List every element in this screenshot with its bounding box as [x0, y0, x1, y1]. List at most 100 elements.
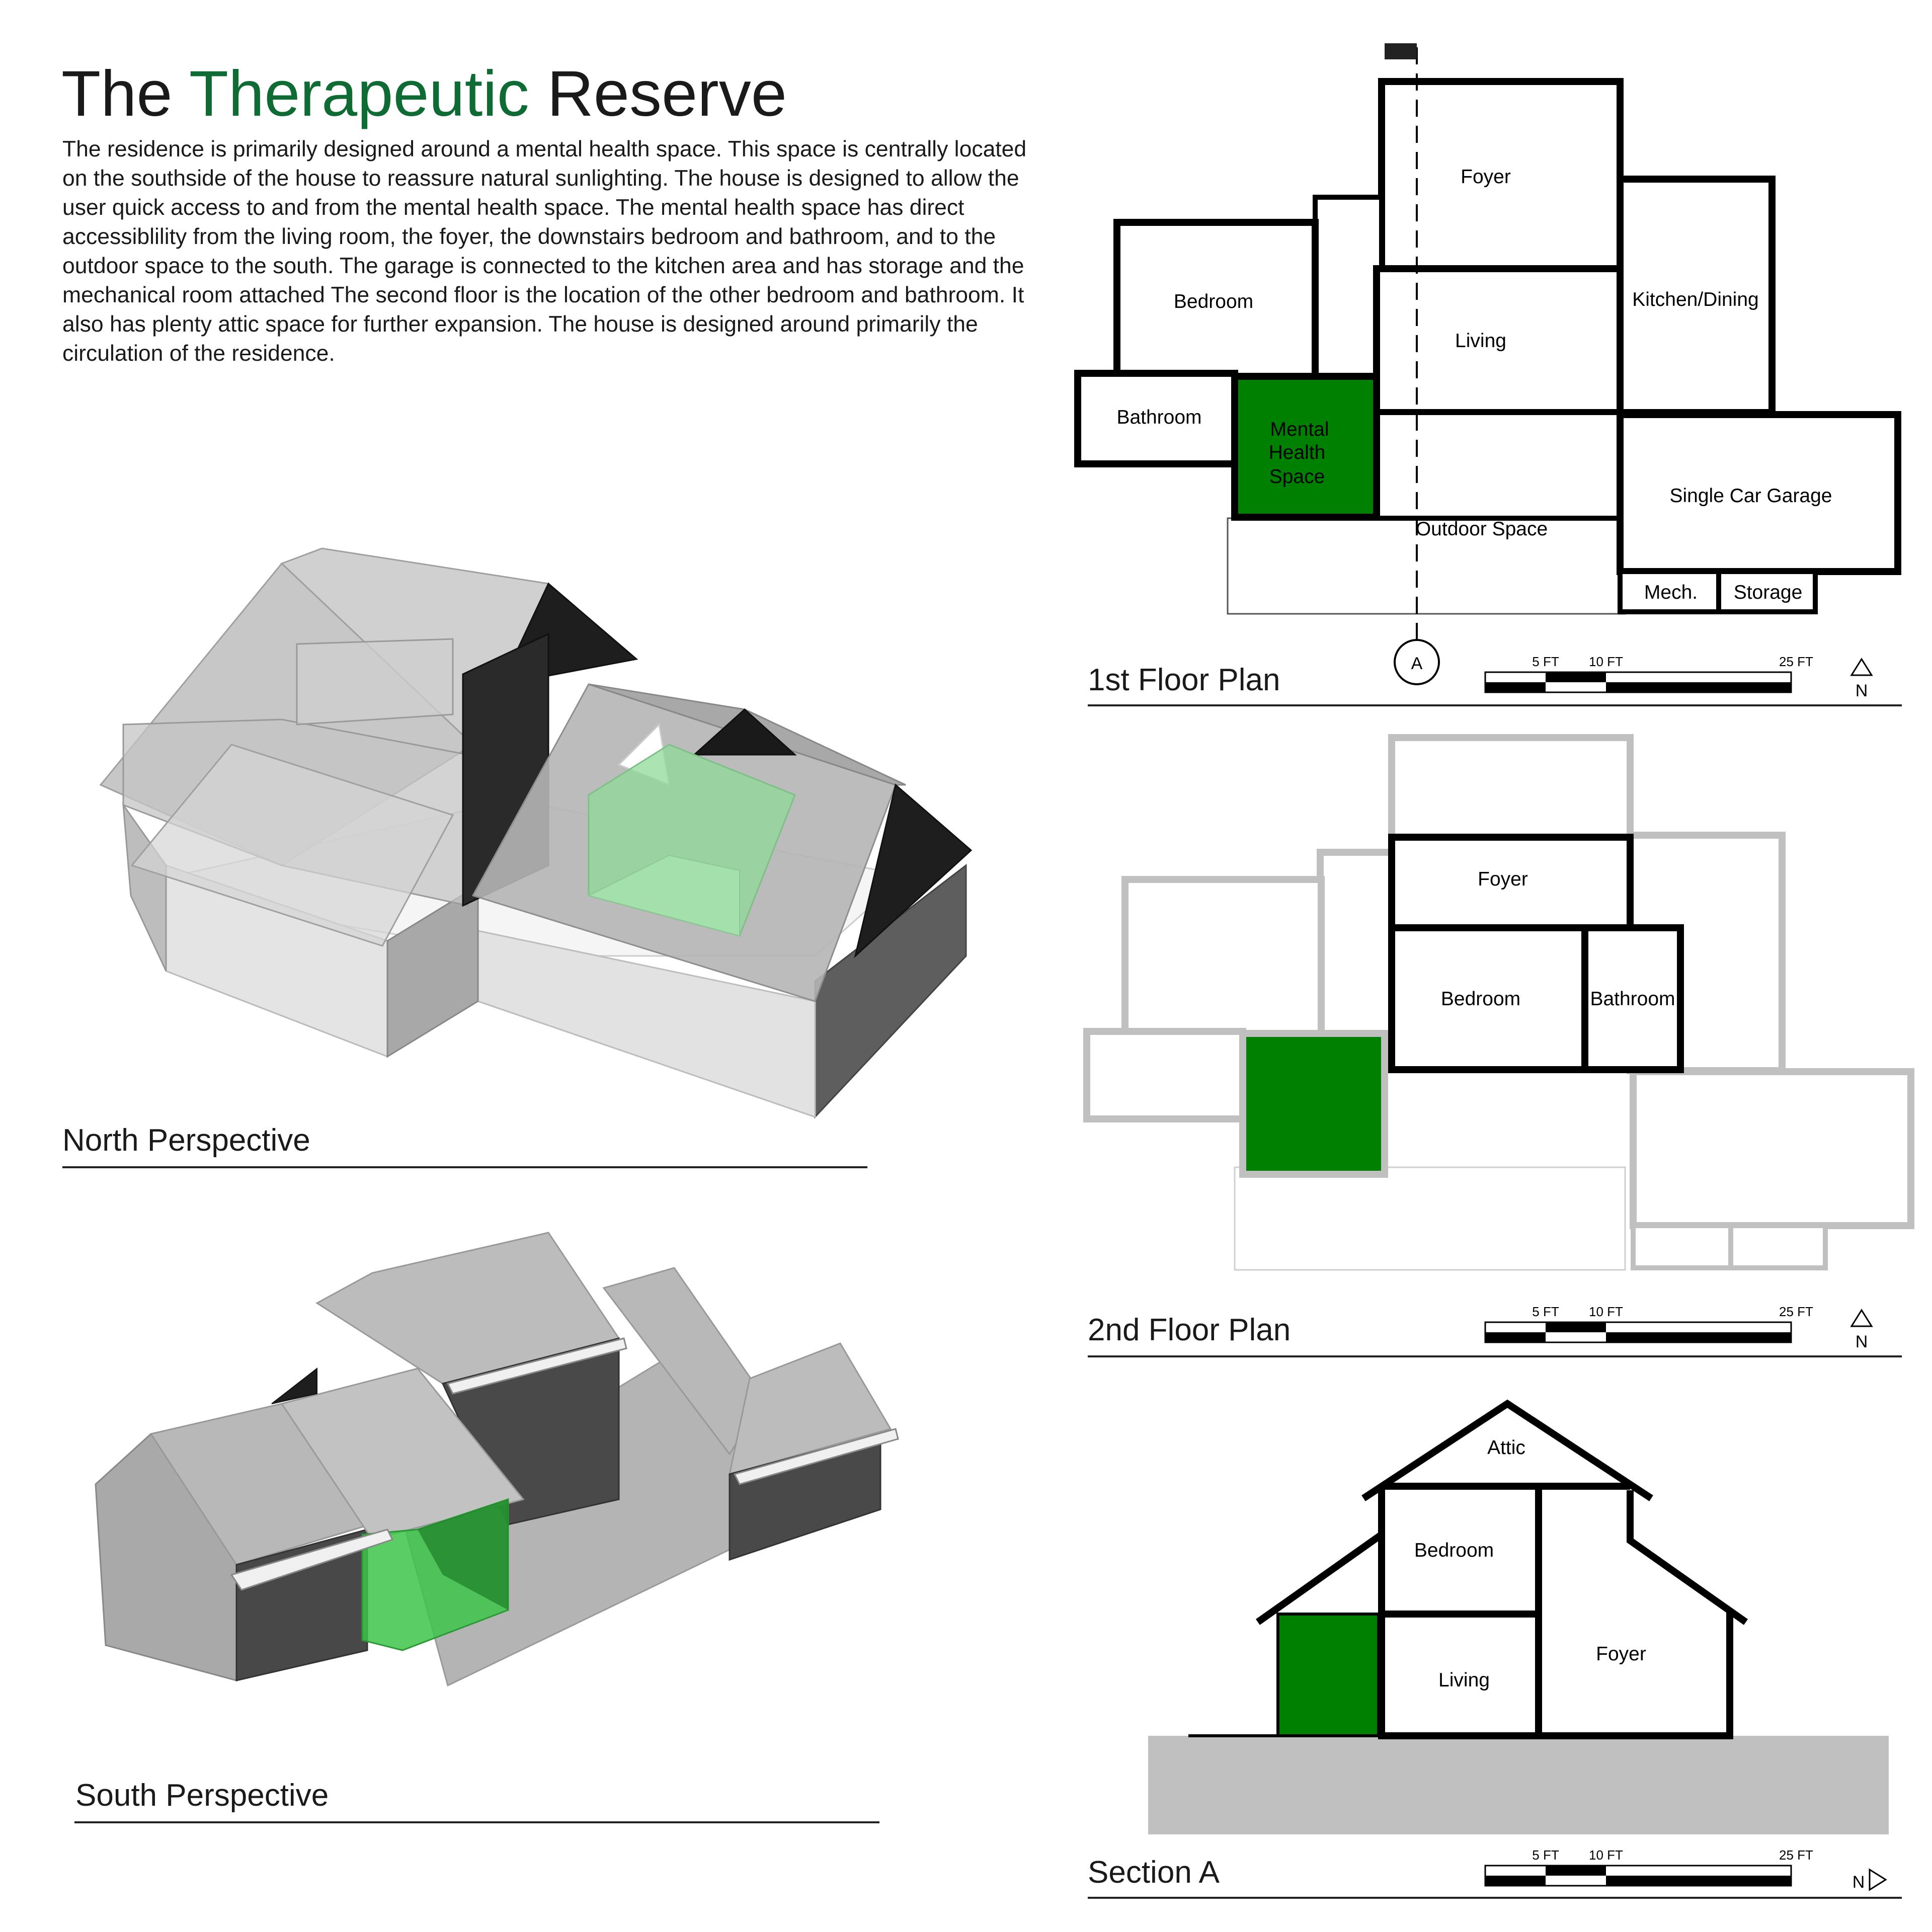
- scale-bar-1-label-25: 25 FT: [1779, 654, 1813, 669]
- bathroom-room: [1074, 370, 1238, 467]
- section-walls: [1255, 1399, 1748, 1739]
- scale-bar-1: 5 FT 10 FT 25 FT: [1484, 654, 1813, 693]
- title-accent: Therapeutic: [189, 58, 529, 130]
- south-green-shadow: [418, 1499, 508, 1610]
- section-left-roof: [1255, 1532, 1384, 1625]
- north-green-floor: [587, 854, 740, 937]
- scale-bar-1-seg-a: [1485, 682, 1546, 692]
- second-floor-labels: Foyer Bedroom Bathroom: [1441, 868, 1675, 1010]
- section-label-foyer: Foyer: [1596, 1643, 1646, 1665]
- scale-bar-3-seg-a: [1485, 1876, 1546, 1886]
- north-perspective-title: North Perspective: [62, 1123, 310, 1158]
- south-center-roof: [280, 1367, 525, 1541]
- label-bedroom: Bedroom: [1174, 291, 1253, 312]
- south-eave-right: [733, 1428, 899, 1485]
- second-floor-title: 2nd Floor Plan: [1088, 1313, 1291, 1347]
- south-perspective-rule: [74, 1821, 879, 1823]
- scale-bar-2-seg-c: [1606, 1332, 1791, 1342]
- faded-storage: [1728, 1223, 1828, 1270]
- page-title: The Therapeutic Reserve: [61, 56, 787, 132]
- second-label-bedroom: Bedroom: [1441, 988, 1520, 1010]
- second-floor-walls: [1388, 834, 1684, 1073]
- scale-bar-3: 5 FT 10 FT 25 FT: [1484, 1847, 1813, 1887]
- north-right-gable-dark: [854, 783, 973, 958]
- south-house-model: [95, 1232, 899, 1687]
- section-ground: [1148, 1736, 1889, 1834]
- section-flag-icon: [1385, 43, 1417, 59]
- scale-bar-3-label-10: 10 FT: [1589, 1847, 1623, 1863]
- label-garage: Single Car Garage: [1669, 485, 1832, 507]
- north-arrow-1-label: N: [1856, 681, 1868, 700]
- label-kitchen: Kitchen/Dining: [1632, 289, 1758, 310]
- section-label-attic: Attic: [1487, 1437, 1525, 1459]
- second-bathroom-room: [1581, 924, 1684, 1073]
- project-description: The residence is primarily designed arou…: [62, 137, 1027, 366]
- title-part-2: Reserve: [547, 58, 787, 130]
- section-attic-roof: [1361, 1399, 1653, 1501]
- south-left-dark-slope: [271, 1367, 317, 1404]
- second-label-bathroom: Bathroom: [1590, 988, 1675, 1010]
- north-arrow-3-label: N: [1853, 1873, 1865, 1892]
- section-labels: Attic Bedroom Living Foyer: [1414, 1437, 1646, 1691]
- north-arrow-2-label: N: [1856, 1332, 1868, 1351]
- north-house-model: [99, 547, 973, 1119]
- first-floor-labels: Foyer Bedroom Kitchen/Dining Living Bath…: [1116, 166, 1832, 603]
- label-outdoor: Outdoor Space: [1416, 518, 1548, 540]
- south-eave-left: [230, 1528, 394, 1591]
- second-floor-faded-walls: [1083, 734, 1914, 1271]
- foyer-room: [1378, 78, 1624, 276]
- section-marker-circle: [1394, 639, 1440, 685]
- scale-bar-2-seg-a: [1485, 1332, 1546, 1342]
- faded-garage: [1630, 1068, 1914, 1229]
- scale-bar-3-seg-c: [1606, 1876, 1791, 1886]
- south-eave-main: [446, 1337, 627, 1395]
- scale-bar-1-label-10: 10 FT: [1589, 654, 1623, 669]
- label-bathroom: Bathroom: [1116, 407, 1201, 428]
- label-mental-1: Mental: [1270, 419, 1329, 440]
- north-arrow-3-icon: [1869, 1868, 1887, 1891]
- garage-room: [1617, 411, 1901, 575]
- scale-bar-2-label-10: 10 FT: [1589, 1304, 1623, 1319]
- section-mental-space: [1276, 1613, 1380, 1737]
- section-marker-label: A: [1411, 654, 1423, 673]
- scale-bar-2: 5 FT 10 FT 25 FT: [1484, 1304, 1813, 1343]
- north-inner-box: [296, 638, 454, 726]
- mental-health-space: [1231, 373, 1380, 521]
- south-far-right-roof: [729, 1342, 892, 1476]
- faded-bathroom: [1083, 1028, 1246, 1122]
- scale-bar-1-label-5: 5 FT: [1532, 654, 1559, 669]
- scale-bar-1-seg-c: [1606, 682, 1791, 692]
- label-mech: Mech.: [1644, 582, 1698, 603]
- scale-bar-2-label-5: 5 FT: [1532, 1304, 1559, 1319]
- section-label-living: Living: [1438, 1669, 1490, 1691]
- section-a-title: Section A: [1088, 1855, 1220, 1890]
- section-label-bedroom: Bedroom: [1414, 1540, 1494, 1561]
- south-perspective-title: South Perspective: [75, 1778, 329, 1813]
- scale-bar-1-seg-b: [1546, 672, 1606, 682]
- scale-bar-3-label-5: 5 FT: [1532, 1847, 1559, 1863]
- second-label-foyer: Foyer: [1478, 868, 1528, 890]
- first-floor-title: 1st Floor Plan: [1088, 663, 1280, 697]
- south-main-roof: [315, 1232, 620, 1385]
- scale-bar-2-label-25: 25 FT: [1779, 1304, 1813, 1319]
- title-part-1: The: [61, 58, 173, 130]
- label-storage: Storage: [1734, 582, 1803, 603]
- label-living: Living: [1455, 330, 1506, 352]
- mech-room: [1618, 569, 1721, 614]
- section-right-roof: [1627, 1490, 1748, 1625]
- scale-bar-2-seg-b: [1546, 1322, 1606, 1332]
- north-perspective-rule: [62, 1166, 867, 1168]
- second-floor-mental-void: [1239, 1030, 1388, 1178]
- north-arrow-1-icon: [1850, 658, 1873, 676]
- label-foyer: Foyer: [1461, 166, 1511, 188]
- north-porch-roof: [130, 744, 454, 947]
- scale-bar-3-label-25: 25 FT: [1779, 1847, 1813, 1863]
- north-left-wing-end: [386, 884, 479, 1058]
- faded-outdoor: [1234, 1166, 1626, 1271]
